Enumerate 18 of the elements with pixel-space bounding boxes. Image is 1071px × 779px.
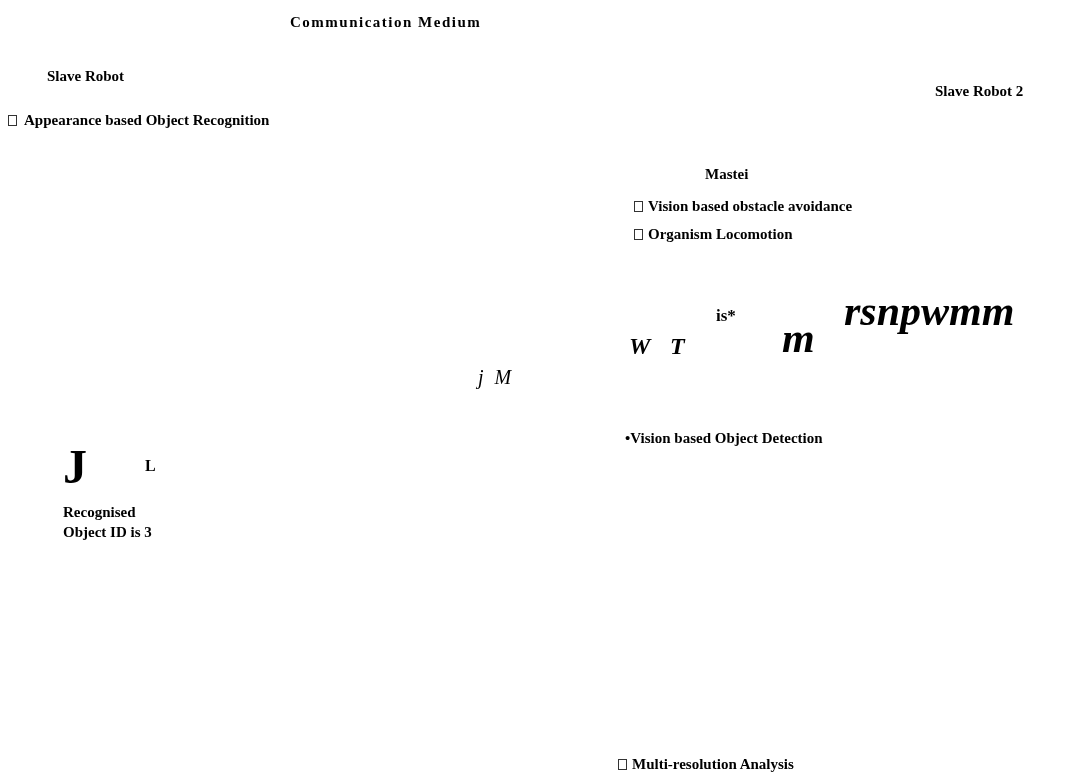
text-label: Mastei <box>705 165 749 183</box>
text-label: Slave Robot 2 <box>935 82 1024 100</box>
text-label: J <box>63 442 87 492</box>
text-label: m <box>782 318 815 358</box>
text-label: Slave Robot <box>47 67 125 85</box>
text-label: L <box>145 457 156 475</box>
text-label: Organism Locomotion <box>648 225 793 243</box>
text-label: T <box>670 333 685 359</box>
text-label: Multi-resolution Analysis <box>632 755 794 773</box>
text-label: j M <box>478 366 515 388</box>
text-label: Communication Medium <box>290 13 482 31</box>
text-label: Vision based obstacle avoidance <box>648 197 853 215</box>
text-label: •Vision based Object Detection <box>625 429 823 447</box>
text-label: is* <box>716 306 736 326</box>
text-label: Appearance based Object Recognition <box>24 111 270 129</box>
text-label: Recognised Object ID is 3 <box>63 503 153 542</box>
text-label: W <box>629 333 651 359</box>
text-label: rsnpwmm <box>844 288 1015 334</box>
